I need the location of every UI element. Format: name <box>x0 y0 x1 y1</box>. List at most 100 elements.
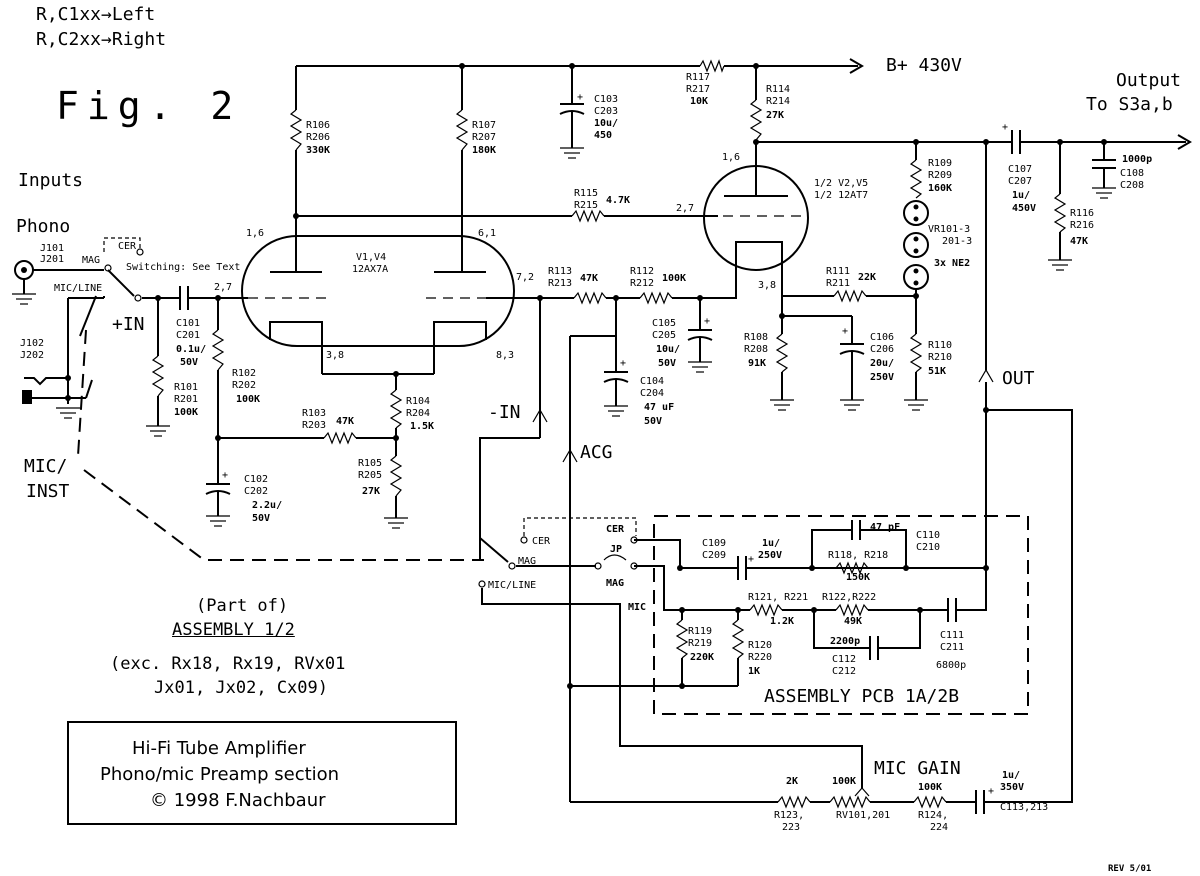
rv101-potentiometer <box>829 795 871 809</box>
svg-text:250V: 250V <box>870 372 894 383</box>
out-label: OUT <box>1002 368 1035 389</box>
svg-text:CER: CER <box>118 241 137 252</box>
c109-label: C109 <box>702 538 726 549</box>
title-line3: © 1998 F.Nachbaur <box>150 790 326 811</box>
svg-text:C212: C212 <box>832 666 856 677</box>
mic-inst-label-2: INST <box>26 481 70 502</box>
svg-text:+: + <box>620 358 626 369</box>
v2-label: 1/2 V2,V5 <box>814 178 868 189</box>
r106-resistor <box>289 109 303 151</box>
svg-text:+: + <box>222 470 228 481</box>
svg-text:1.2K: 1.2K <box>770 616 794 627</box>
svg-text:350V: 350V <box>1000 782 1024 793</box>
svg-text:1/2 12AT7: 1/2 12AT7 <box>814 190 868 201</box>
title-block <box>67 721 457 825</box>
plus-in-label: +IN <box>112 314 145 335</box>
j101-label: J101 <box>40 243 64 254</box>
r120-resistor <box>731 619 745 659</box>
svg-text:2,7: 2,7 <box>214 282 232 293</box>
r114-label: R114 <box>766 84 790 95</box>
r119-label: R119 <box>688 626 712 637</box>
c111-label: C111 <box>940 630 964 641</box>
c103-label: C103 <box>594 94 618 105</box>
svg-text:27K: 27K <box>766 110 784 121</box>
svg-text:1,6: 1,6 <box>246 228 264 239</box>
assembly-part-of: (Part of) <box>196 596 289 616</box>
svg-text:R205: R205 <box>358 470 382 481</box>
svg-text:CER: CER <box>532 536 551 547</box>
svg-text:C208: C208 <box>1120 180 1144 191</box>
svg-text:22K: 22K <box>858 272 876 283</box>
svg-text:51K: 51K <box>928 366 946 377</box>
svg-text:MAG: MAG <box>518 556 536 567</box>
assembly-title: ASSEMBLY 1/2 <box>172 620 295 640</box>
svg-text:C210: C210 <box>916 542 940 553</box>
svg-text:MAG: MAG <box>82 255 100 266</box>
input-switch <box>79 237 144 337</box>
acg-label: ACG <box>580 442 613 463</box>
svg-text:3,8: 3,8 <box>326 350 344 361</box>
legend-left: R,C1xx→Left <box>36 4 156 25</box>
mic-inst-label-1: MIC/ <box>24 456 68 477</box>
r102-resistor <box>211 329 225 371</box>
svg-text:3,8: 3,8 <box>758 280 776 291</box>
assembly-exc-2: Jx01, Jx02, Cx09) <box>154 678 328 698</box>
mic-gain-label: MIC GAIN <box>874 758 961 779</box>
svg-text:R213: R213 <box>548 278 572 289</box>
r111-label: R111 <box>826 266 850 277</box>
r101-resistor <box>151 355 165 397</box>
svg-text:+: + <box>988 786 994 797</box>
c112-label: C112 <box>832 654 856 665</box>
svg-text:450V: 450V <box>1012 203 1036 214</box>
vr101-label: VR101-3 <box>928 224 970 235</box>
r111-resistor <box>833 289 867 303</box>
svg-text:MIC/LINE: MIC/LINE <box>54 283 102 294</box>
svg-text:C205: C205 <box>652 330 676 341</box>
title-line2: Phono/mic Preamp section <box>100 764 339 785</box>
v1-label: V1,V4 <box>356 252 386 263</box>
svg-text:R206: R206 <box>306 132 330 143</box>
r119-resistor <box>675 619 689 659</box>
r124-label: R124, <box>918 810 948 821</box>
title-line1: Hi-Fi Tube Amplifier <box>132 738 306 759</box>
r117-label: R117 <box>686 72 710 83</box>
r110-resistor <box>909 333 923 373</box>
svg-text:7,2: 7,2 <box>516 272 534 283</box>
svg-text:220K: 220K <box>690 652 714 663</box>
svg-text:150K: 150K <box>846 572 870 583</box>
svg-text:100K: 100K <box>662 273 686 284</box>
r108-label: R108 <box>744 332 768 343</box>
c103-capacitor: + <box>559 66 585 159</box>
svg-text:100K: 100K <box>174 407 198 418</box>
r107-label: R107 <box>472 120 496 131</box>
svg-text:R217: R217 <box>686 84 710 95</box>
svg-text:+: + <box>1002 122 1008 133</box>
r122-resistor <box>835 603 869 617</box>
svg-text:+: + <box>577 92 583 103</box>
r103-resistor <box>323 431 357 445</box>
rv101-label: RV101,201 <box>836 810 890 821</box>
r115-label: R115 <box>574 188 598 199</box>
svg-text:47K: 47K <box>336 416 354 427</box>
svg-text:250V: 250V <box>758 550 782 561</box>
svg-text:100K: 100K <box>236 394 260 405</box>
r105-resistor <box>389 455 403 497</box>
neon-bulbs <box>903 200 929 290</box>
mic-jack-icon <box>22 298 93 419</box>
svg-text:R201: R201 <box>174 394 198 405</box>
svg-text:MIC/LINE: MIC/LINE <box>488 580 536 591</box>
r120-label: R120 <box>748 640 772 651</box>
svg-text:201-3: 201-3 <box>942 236 972 247</box>
svg-text:47K: 47K <box>580 273 598 284</box>
r104-label: R104 <box>406 396 430 407</box>
svg-text:R210: R210 <box>928 352 952 363</box>
svg-text:CER: CER <box>606 524 625 535</box>
svg-text:R219: R219 <box>688 638 712 649</box>
svg-text:3x NE2: 3x NE2 <box>934 258 970 269</box>
bplus-rail <box>296 58 864 74</box>
r113-resistor <box>573 291 607 305</box>
svg-text:1,6: 1,6 <box>722 152 740 163</box>
svg-text:2K: 2K <box>786 776 798 787</box>
c105-label: C105 <box>652 318 676 329</box>
